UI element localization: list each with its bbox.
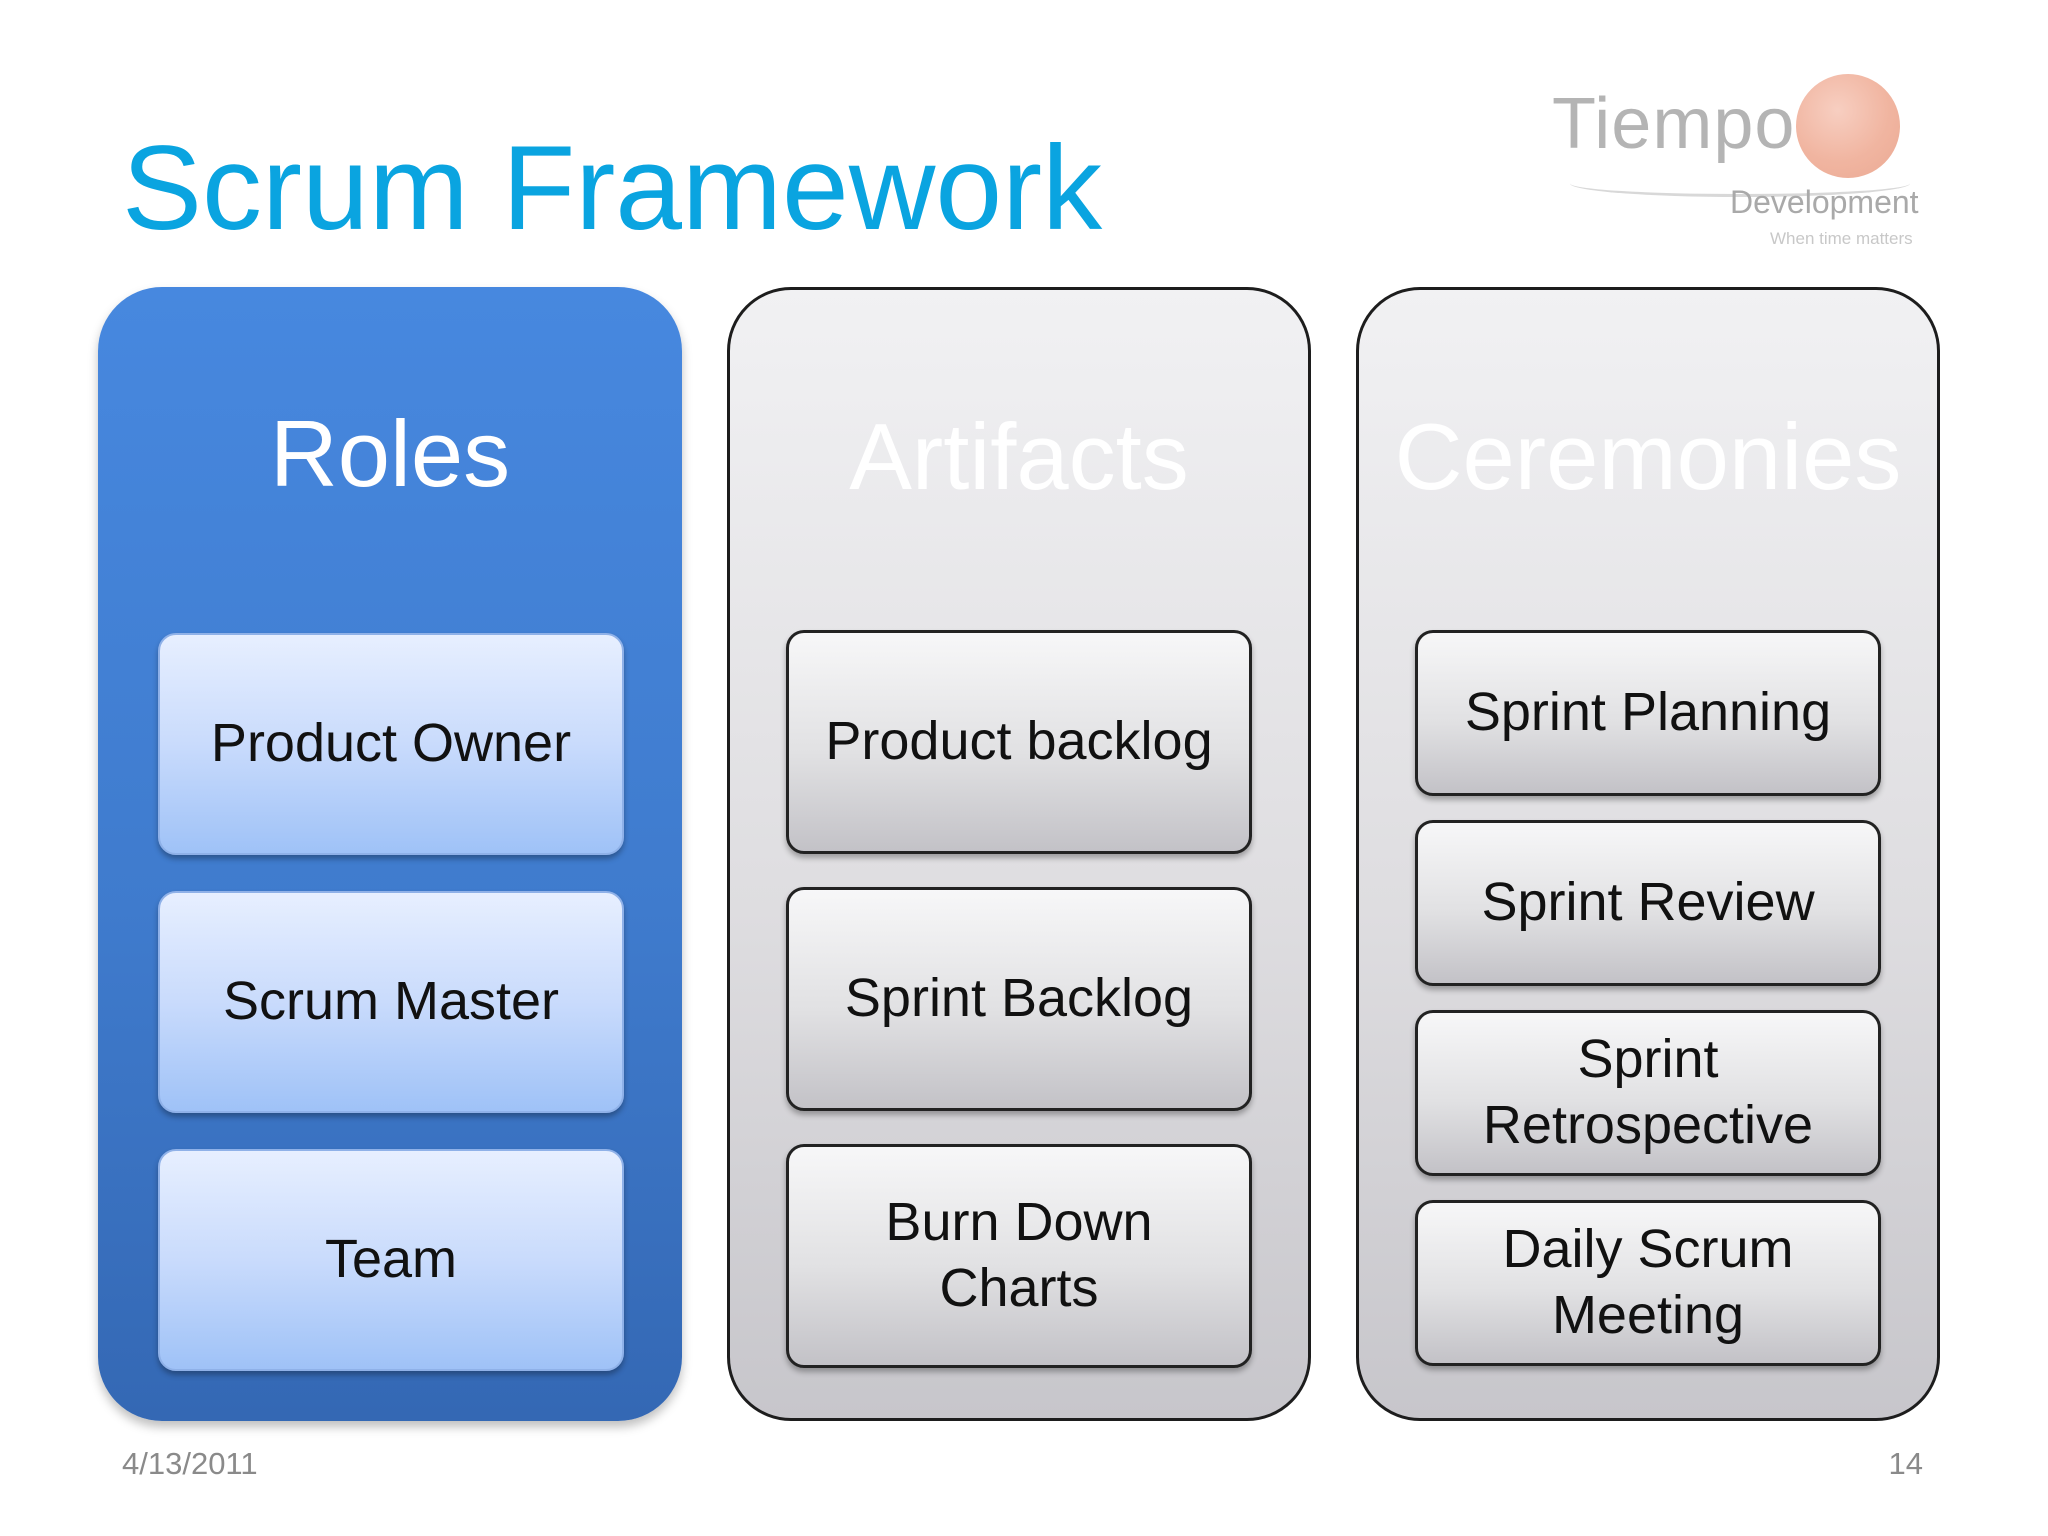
footer-date: 4/13/2011 [122, 1446, 258, 1481]
logo-tagline: When time matters [1770, 229, 1913, 248]
ceremonies-column: Ceremonies Sprint Planning Sprint Review… [1356, 287, 1940, 1421]
ceremonies-heading: Ceremonies [1394, 404, 1902, 509]
ceremony-box-sprint-review: Sprint Review [1415, 820, 1881, 986]
artifacts-column: Artifacts Product backlog Sprint Backlog… [727, 287, 1311, 1421]
roles-heading: Roles [269, 401, 511, 506]
artifact-box-product-backlog: Product backlog [786, 630, 1252, 854]
logo-wordmark: Tiempo [1552, 84, 1796, 164]
logo-circle-icon [1796, 74, 1900, 178]
role-box-product-owner: Product Owner [158, 633, 624, 855]
artifacts-heading: Artifacts [849, 404, 1189, 509]
role-box-team: Team [158, 1149, 624, 1371]
ceremony-box-sprint-planning: Sprint Planning [1415, 630, 1881, 796]
ceremony-box-sprint-retrospective: Sprint Retrospective [1415, 1010, 1881, 1176]
roles-column: Roles Product Owner Scrum Master Team [98, 287, 682, 1421]
artifact-box-burn-down-charts: Burn Down Charts [786, 1144, 1252, 1368]
role-box-scrum-master: Scrum Master [158, 891, 624, 1113]
ceremony-box-daily-scrum-meeting: Daily Scrum Meeting [1415, 1200, 1881, 1366]
slide-title: Scrum Framework [122, 121, 1103, 255]
tiempo-logo: Tiempo Development When time matters [1540, 70, 1960, 260]
logo-subtitle: Development [1730, 184, 1919, 220]
logo-swoosh-icon [1570, 170, 1910, 197]
artifact-box-sprint-backlog: Sprint Backlog [786, 887, 1252, 1111]
page-number: 14 [1888, 1446, 1923, 1481]
